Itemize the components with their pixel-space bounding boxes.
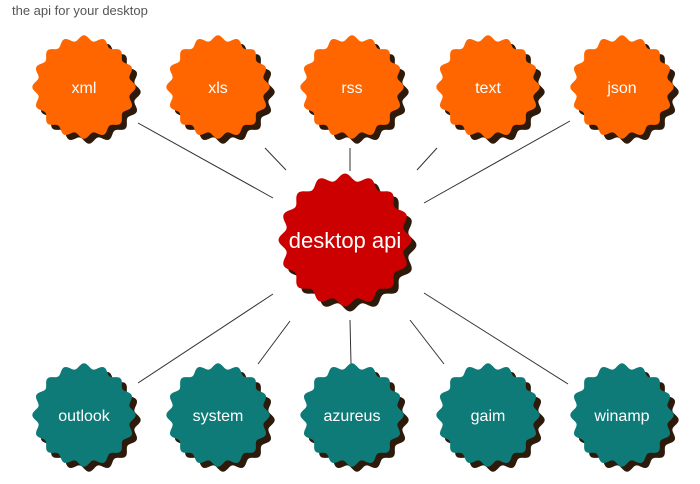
node-azureus: azureus	[300, 363, 409, 472]
diagram-nodes: xml xls rss text json outlook system azureus gai…	[32, 35, 679, 472]
node-outlook: outlook	[32, 363, 141, 472]
page-title: the api for your desktop	[12, 3, 148, 18]
node-xls: xls	[166, 35, 275, 144]
node-azureus-label: azureus	[324, 408, 381, 425]
node-xls-label: xls	[208, 80, 228, 97]
node-json: json	[570, 35, 679, 144]
node-text: text	[436, 35, 545, 144]
node-gaim: gaim	[436, 363, 545, 472]
node-winamp-label: winamp	[593, 408, 649, 425]
node-xml-shape	[32, 35, 136, 139]
node-rss-label: rss	[341, 80, 362, 97]
node-json-label: json	[606, 80, 636, 97]
connector-line-bottom-2	[349, 319, 352, 365]
node-outlook-label: outlook	[58, 408, 111, 425]
node-json-shape	[570, 35, 674, 139]
connector-line-bottom-3	[409, 319, 445, 365]
connector-line-bottom-4	[423, 292, 569, 385]
connector-line-top-4	[423, 120, 571, 204]
node-xml: xml	[32, 35, 141, 144]
node-text-label: text	[475, 80, 501, 97]
connector-lines	[137, 120, 571, 385]
node-rss-shape	[300, 35, 404, 139]
node-text-shape	[436, 35, 540, 139]
connector-line-top-0	[137, 122, 274, 199]
node-winamp: winamp	[570, 363, 679, 472]
node-gaim-label: gaim	[471, 408, 506, 425]
node-desktop-api: desktop api	[278, 173, 417, 312]
node-xml-label: xml	[72, 80, 97, 97]
node-desktop-api-shape	[278, 173, 412, 307]
node-system: system	[166, 363, 275, 472]
node-azureus-shape	[300, 363, 404, 467]
node-system-shape	[166, 363, 270, 467]
node-system-label: system	[193, 408, 244, 425]
node-winamp-shape	[570, 363, 674, 467]
node-gaim-shape	[436, 363, 540, 467]
connector-line-bottom-1	[257, 320, 291, 365]
node-rss: rss	[300, 35, 409, 144]
node-xls-shape	[166, 35, 270, 139]
connector-line-top-3	[416, 147, 438, 171]
node-desktop-api-label: desktop api	[289, 228, 402, 253]
connector-line-top-1	[264, 147, 287, 171]
connector-line-bottom-0	[137, 293, 274, 384]
node-outlook-shape	[32, 363, 136, 467]
